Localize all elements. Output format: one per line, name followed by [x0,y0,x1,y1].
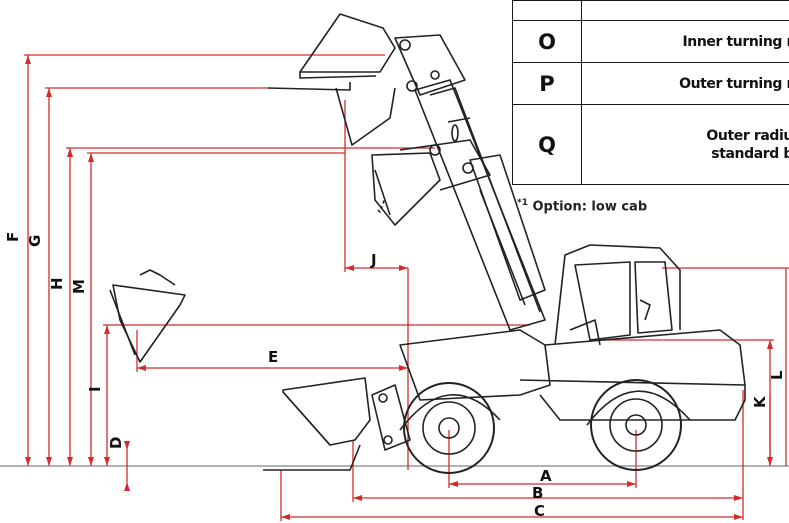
row-desc: Outer radiu standard b [581,104,789,185]
dimension-label-e: E [268,348,278,366]
dimension-label-b: B [532,484,543,502]
row-code [512,0,582,21]
dimension-label-i: I [86,386,104,392]
dimension-label-c: C [534,502,545,520]
spec-table: O Inner turning r P Outer turning r Q Ou… [512,0,789,185]
footnote-mark: *1 [517,198,528,208]
row-code: O [512,20,582,63]
table-row [512,0,789,21]
dimension-label-f: F [4,232,22,242]
dimension-label-l: L [768,370,786,380]
dimension-label-m: M [70,279,88,294]
row-desc: Outer turning r [581,62,789,105]
row-desc [581,0,789,21]
dimension-label-h: H [48,277,66,290]
row-desc-line: Outer radiu [706,127,789,144]
row-code: Q [512,104,582,185]
dimension-label-d: D [107,437,125,449]
dimension-label-j: J [370,251,377,269]
dimension-label-k: K [751,395,769,408]
footnote: *1 Option: low cab [517,198,647,214]
row-code: P [512,62,582,105]
dimension-label-g: G [26,235,44,247]
dimension-arrows [25,55,773,520]
dimension-label-a: A [540,467,552,485]
row-desc-line: standard b [711,145,789,162]
table-row: O Inner turning r [512,20,789,63]
footnote-text: Option: low cab [527,199,648,215]
loader-outline [109,13,746,474]
spec-table-wrapper: O Inner turning r P Outer turning r Q Ou… [0,0,789,190]
row-desc: Inner turning r [581,20,789,63]
table-row: Q Outer radiu standard b [512,104,789,185]
table-row: P Outer turning r [512,62,789,105]
